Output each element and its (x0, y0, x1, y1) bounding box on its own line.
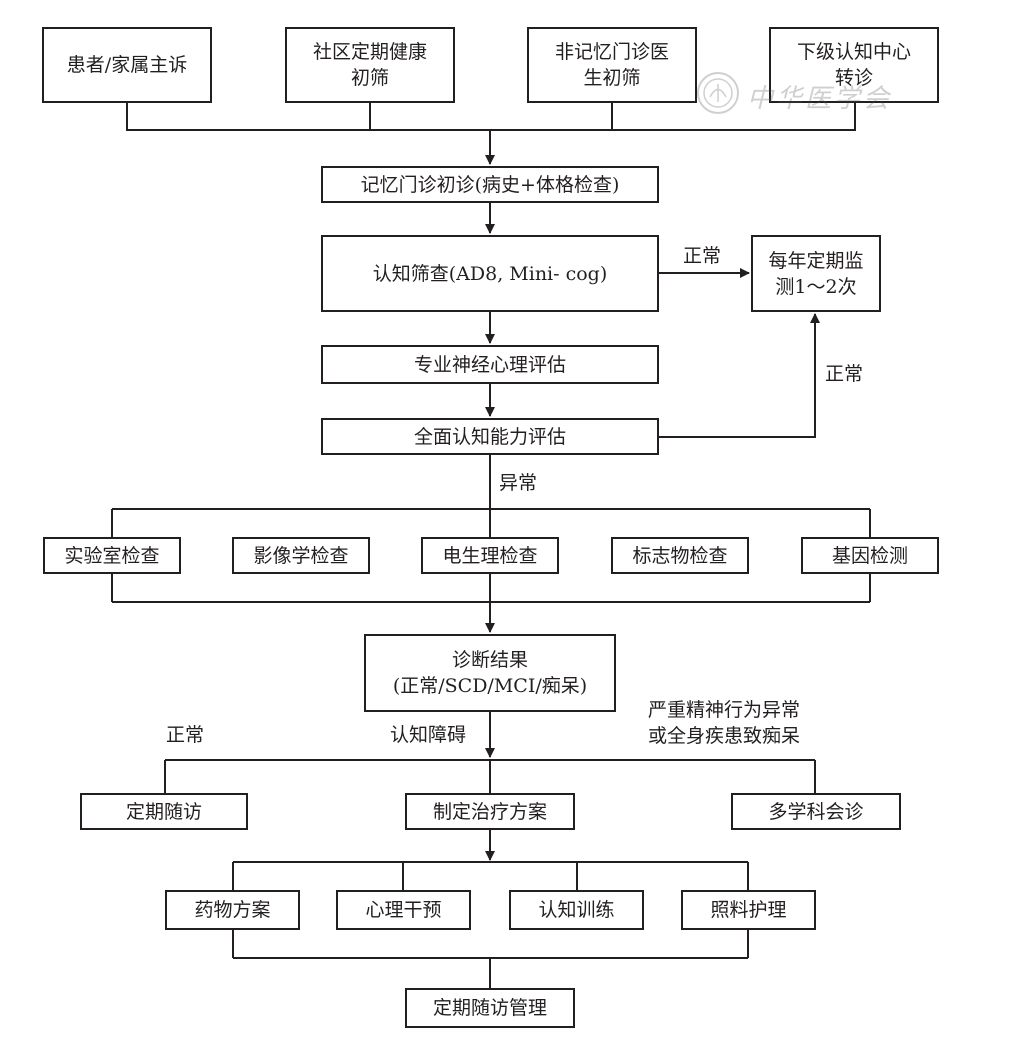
label-abnormal: 异常 (499, 472, 538, 494)
node-lower-center-referral: 下级认知中心 转诊 (769, 27, 939, 103)
node-lab-test: 实验室检查 (43, 537, 181, 574)
node-treatment-plan: 制定治疗方案 (405, 793, 575, 830)
node-neuropsych-assessment: 专业神经心理评估 (321, 345, 659, 384)
node-annual-monitoring: 每年定期监 测1～2次 (751, 235, 881, 312)
node-psych-intervention: 心理干预 (336, 890, 471, 930)
watermark: 中华医学会 (695, 68, 905, 118)
node-imaging-test: 影像学检查 (232, 537, 370, 574)
node-diagnosis-result: 诊断结果 (正常/SCD/MCI/痴呆) (364, 634, 616, 712)
node-electrophysiology-test: 电生理检查 (421, 537, 559, 574)
label-cognitive-impairment: 认知障碍 (390, 724, 467, 746)
node-comprehensive-assessment: 全面认知能力评估 (321, 418, 659, 455)
node-regular-followup: 定期随访 (80, 793, 248, 830)
node-followup-management: 定期随访管理 (405, 988, 575, 1028)
label-normal-diagnosis: 正常 (166, 724, 205, 746)
node-community-screening: 社区定期健康 初筛 (285, 27, 455, 103)
seal-logo-icon (697, 72, 739, 114)
node-cognitive-screening: 认知筛查(AD8, Mini- cog) (321, 235, 659, 312)
node-cognitive-training: 认知训练 (509, 890, 644, 930)
watermark-text: 中华医学会 (747, 84, 893, 114)
node-genetic-test: 基因检测 (801, 537, 939, 574)
arrow-comprehensive-to-monitoring (659, 313, 820, 438)
node-memory-clinic-first-visit: 记忆门诊初诊(病史+体格检查) (321, 166, 659, 203)
label-normal-assessment: 正常 (825, 363, 864, 385)
node-drug-therapy: 药物方案 (165, 890, 300, 930)
node-patient-complaint: 患者/家属主诉 (42, 27, 212, 103)
node-mdt-consultation: 多学科会诊 (731, 793, 901, 830)
label-severe-condition: 严重精神行为异常 或全身疾患致痴呆 (648, 699, 801, 747)
node-biomarker-test: 标志物检查 (611, 537, 749, 574)
label-normal-screening: 正常 (683, 245, 722, 267)
node-care-nursing: 照料护理 (681, 890, 816, 930)
node-non-memory-clinic: 非记忆门诊医 生初筛 (527, 27, 697, 103)
